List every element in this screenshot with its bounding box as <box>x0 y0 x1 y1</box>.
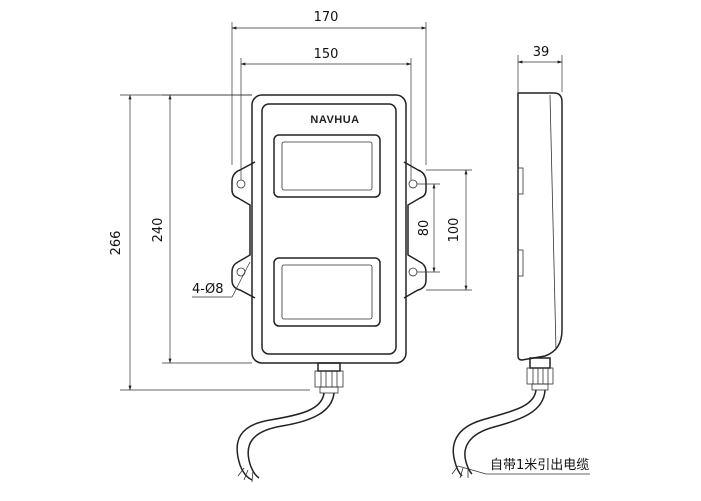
side-cable-gland <box>526 357 554 391</box>
cable-gland <box>314 362 344 394</box>
cable <box>247 392 335 479</box>
dim-overall-height-label: 266 <box>109 231 124 256</box>
dim-mount-ear-height: 100 <box>426 169 472 291</box>
mount-hole <box>236 179 246 189</box>
display-window-bottom-inner <box>281 264 373 320</box>
hole-callout: 4-Ø8 <box>192 261 251 298</box>
display-window-bottom <box>273 257 381 327</box>
side-cable <box>452 389 537 477</box>
mount-hole <box>408 267 418 277</box>
housing-inner <box>261 103 397 355</box>
brand-logo: NAVHUA <box>310 114 359 126</box>
mount-hole <box>408 179 418 189</box>
dim-overall-height: 266 <box>109 94 310 391</box>
side-cable <box>464 389 546 475</box>
display-window-top-inner <box>281 141 373 191</box>
dim-depth: 39 <box>517 45 563 92</box>
dim-overall-width: 170 <box>231 10 427 165</box>
dim-depth-label: 39 <box>533 45 550 60</box>
dim-hole-spacing-vertical: 80 <box>417 183 440 273</box>
side-cable-end <box>451 465 469 479</box>
dim-mount-ear-height-label: 100 <box>447 218 462 243</box>
dim-hole-spacing-vertical-label: 80 <box>417 220 432 237</box>
side-housing <box>517 92 563 361</box>
side-view: 39 自带1米引出电缆 <box>451 45 590 479</box>
front-view: NAVHUA 170 <box>109 10 472 483</box>
right-mount-ear <box>403 161 427 299</box>
cable-note: 自带1米引出电缆 <box>457 457 590 475</box>
left-mount-ear <box>231 161 256 299</box>
dim-body-height: 240 <box>151 94 252 364</box>
display-window-top <box>273 134 381 198</box>
side-clip <box>517 249 524 277</box>
cable <box>236 392 325 481</box>
hole-callout-label: 4-Ø8 <box>192 282 223 297</box>
cable-note-label: 自带1米引出电缆 <box>490 457 589 473</box>
dim-body-height-label: 240 <box>151 218 166 243</box>
dim-overall-width-label: 170 <box>314 10 339 25</box>
dim-hole-spacing-width-label: 150 <box>314 47 339 62</box>
cable-end <box>237 467 254 483</box>
dim-hole-spacing-width: 150 <box>240 47 412 180</box>
side-clip <box>517 167 524 195</box>
